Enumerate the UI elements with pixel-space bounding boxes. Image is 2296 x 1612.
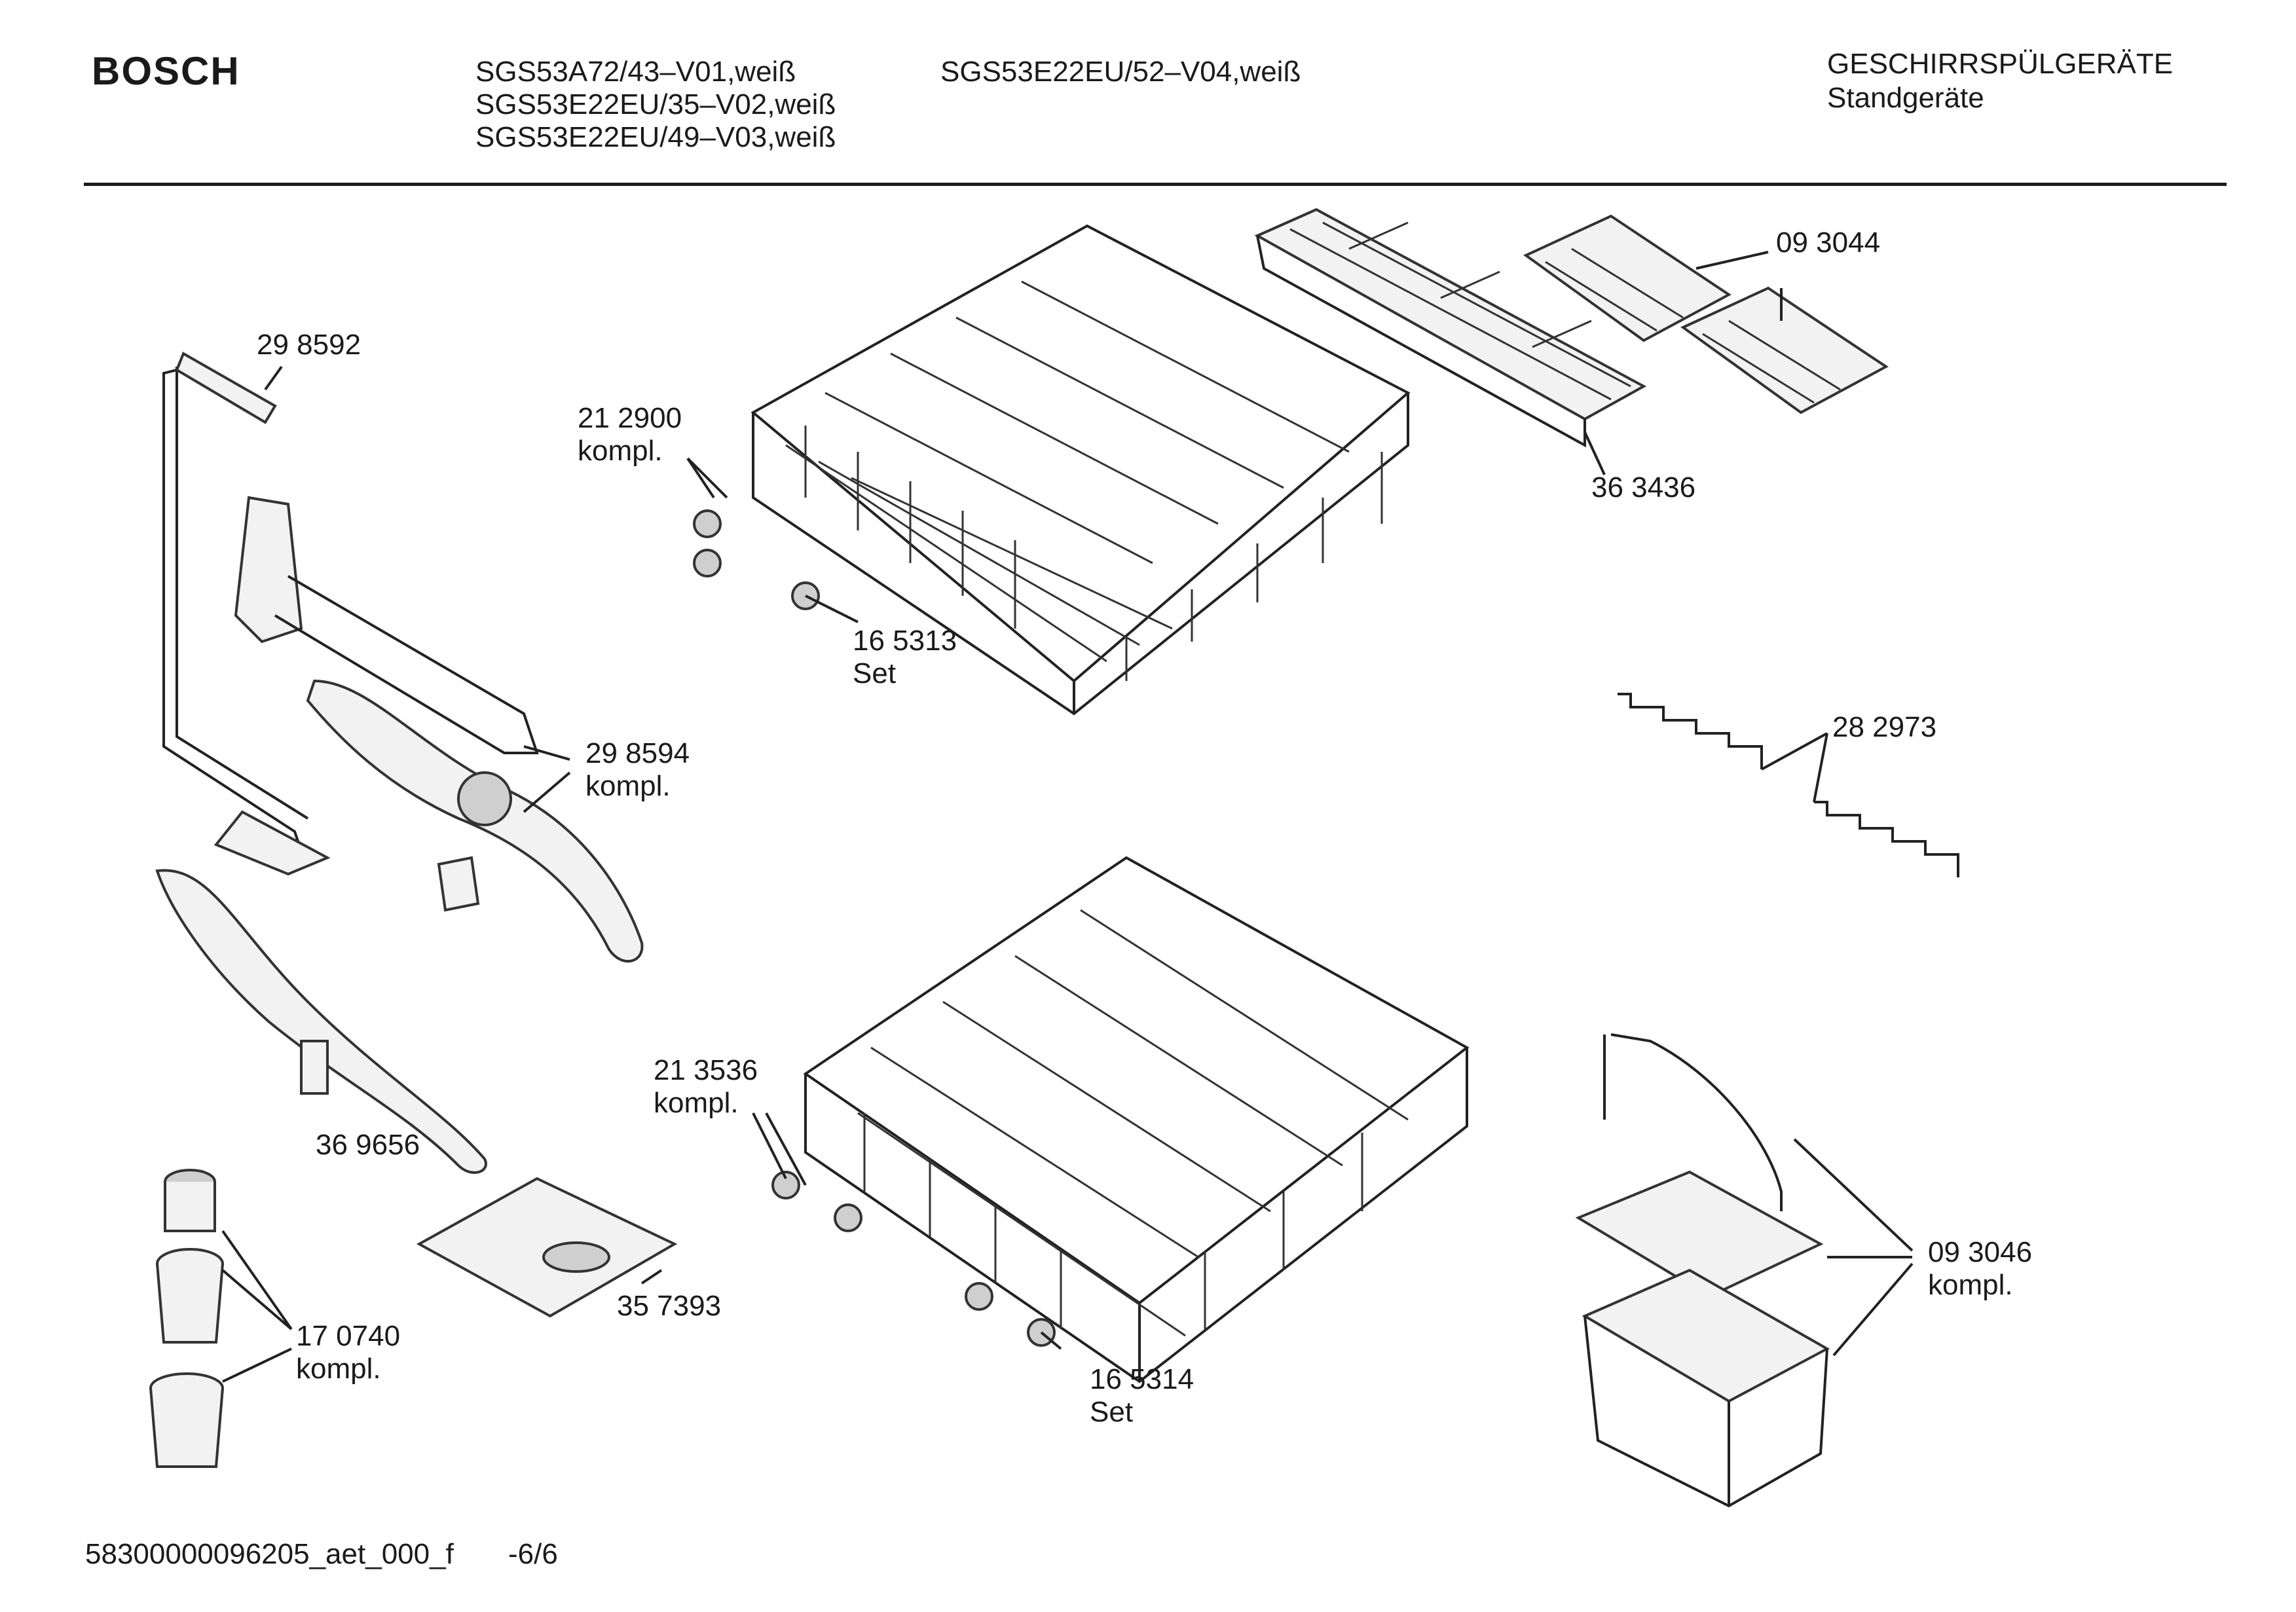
cutlery-tray-drawing xyxy=(1254,208,1647,448)
part-number-165313: 16 5313 xyxy=(853,625,957,657)
part-note-093046: kompl. xyxy=(1928,1269,2013,1301)
part-number-170740: 17 0740 xyxy=(296,1320,401,1352)
supply-pipe-drawing xyxy=(162,352,331,876)
filter-set-drawing xyxy=(149,1169,224,1468)
category-subtitle: Standgeräte xyxy=(1827,82,1984,114)
upper-basket-drawing xyxy=(693,224,1411,716)
part-number-363436: 36 3436 xyxy=(1591,471,1696,504)
document-id: 58300000096205_aet_000_f xyxy=(85,1538,454,1570)
part-number-165314: 16 5314 xyxy=(1090,1363,1194,1395)
model-line-4: SGS53E22EU/52–V04,weiß xyxy=(940,56,1301,88)
part-note-213536: kompl. xyxy=(654,1087,739,1119)
middle-spray-arm-drawing xyxy=(306,679,644,962)
leader-lines xyxy=(221,251,1914,1383)
category-title: GESCHIRRSPÜLGERÄTE xyxy=(1827,48,2174,80)
lower-basket-drawing xyxy=(771,856,1470,1383)
part-number-212900: 21 2900 xyxy=(578,402,682,434)
cover-plate-drawing xyxy=(416,1177,678,1318)
upper-spray-arm-drawing xyxy=(234,496,539,754)
part-note-212900: kompl. xyxy=(578,435,663,467)
part-number-369656: 36 9656 xyxy=(316,1129,420,1161)
lower-spray-arm-drawing xyxy=(155,869,487,1174)
brand-logo: BOSCH xyxy=(92,49,240,93)
part-note-298594: kompl. xyxy=(585,770,671,802)
part-number-357393: 35 7393 xyxy=(617,1290,722,1322)
part-number-093044: 09 3044 xyxy=(1776,227,1881,259)
small-rack-drawing xyxy=(1523,214,1889,414)
page-number: -6/6 xyxy=(508,1538,558,1570)
part-number-298594: 29 8594 xyxy=(585,737,690,769)
part-number-282973: 28 2973 xyxy=(1832,711,1937,743)
part-number-213536: 21 3536 xyxy=(654,1054,758,1086)
part-number-298592: 29 8592 xyxy=(257,329,361,361)
model-line-1: SGS53A72/43–V01,weiß xyxy=(475,56,796,88)
rack-insert-drawing xyxy=(1618,693,1959,877)
part-note-170740: kompl. xyxy=(296,1353,381,1385)
model-line-2: SGS53E22EU/35–V02,weiß xyxy=(475,88,836,120)
part-note-165314: Set xyxy=(1090,1396,1134,1428)
part-number-093046: 09 3046 xyxy=(1928,1236,2033,1268)
header-divider xyxy=(84,183,2227,186)
cutlery-basket-drawing xyxy=(1575,1033,1830,1508)
part-note-165313: Set xyxy=(853,657,897,689)
model-line-3: SGS53E22EU/49–V03,weiß xyxy=(475,121,836,153)
